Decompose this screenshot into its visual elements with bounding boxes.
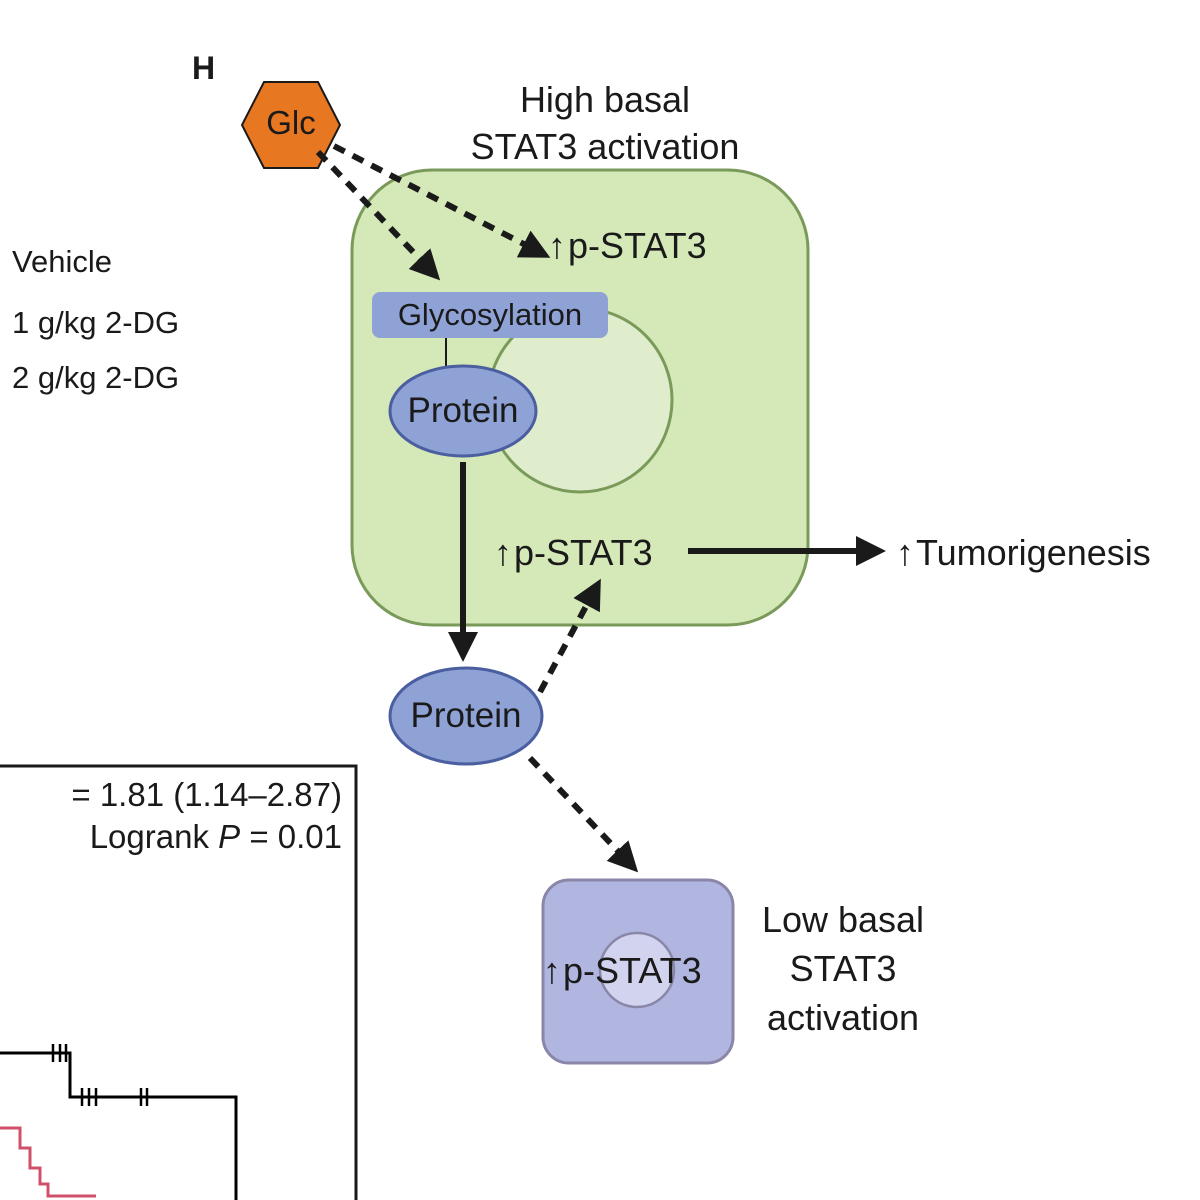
low-basal-title-line3: activation [766,997,920,1038]
pstat3-low-label: ↑p-STAT3 [543,950,702,992]
panel-letter: H [192,50,216,86]
pstat3-mid-text: p-STAT3 [514,532,653,573]
tumorigenesis-label: ↑Tumorigenesis [896,532,1151,574]
low-basal-title-line2: STAT3 [789,948,897,989]
protein-ellipse-secreted [388,666,544,766]
legend-item-2gkg: 2 g/kg 2-DG [12,360,180,395]
survival-plot-frame [0,764,358,1200]
low-cell-nucleus [598,931,676,1009]
logrank-text: Logrank P = 0.01 [90,818,342,856]
high-basal-title: High basal STAT3 activation [440,76,770,170]
legend-item-1gkg: 1 g/kg 2-DG [12,305,180,340]
logrank-prefix: Logrank [89,818,219,855]
glucose-label: Glc [266,104,316,141]
pstat3-top-label: ↑p-STAT3 [548,225,707,267]
low-basal-title: Low basal STAT3 activation [738,895,948,1042]
pstat3-low-text: p-STAT3 [563,950,702,991]
tumorigenesis-text: Tumorigenesis [916,532,1151,573]
glucose-hexagon [240,81,342,169]
glc-to-glycosylation-arrow [315,149,441,281]
hazard-ratio-text: = 1.81 (1.14–2.87) [71,776,342,813]
low-basal-title-line1: Low basal [761,899,925,940]
pstat3-top-text: p-STAT3 [568,225,707,266]
protein-label-secreted: Protein [410,696,522,735]
glycosylation-box: Glycosylation [372,292,608,338]
high-basal-title-line2: STAT3 activation [470,126,740,167]
protein-to-low-cell-arrow [527,755,639,873]
protein-label-cell: Protein [407,391,519,430]
logrank-value: = 0.01 [240,818,342,855]
logrank-p-symbol: P [218,818,241,855]
glc-to-pstat3-arrow [332,143,551,258]
up-arrow-icon: ↑ [494,532,512,573]
legend-item-vehicle: Vehicle [12,244,112,279]
up-arrow-icon: ↑ [543,950,561,991]
survival-curve-red [0,1126,96,1198]
protein-ellipse-cell [388,364,538,458]
up-arrow-icon: ↑ [548,225,566,266]
high-basal-title-line1: High basal [519,79,691,120]
up-arrow-icon: ↑ [896,532,914,573]
survival-curve-black [0,1051,238,1200]
pstat3-mid-label: ↑p-STAT3 [494,532,653,574]
